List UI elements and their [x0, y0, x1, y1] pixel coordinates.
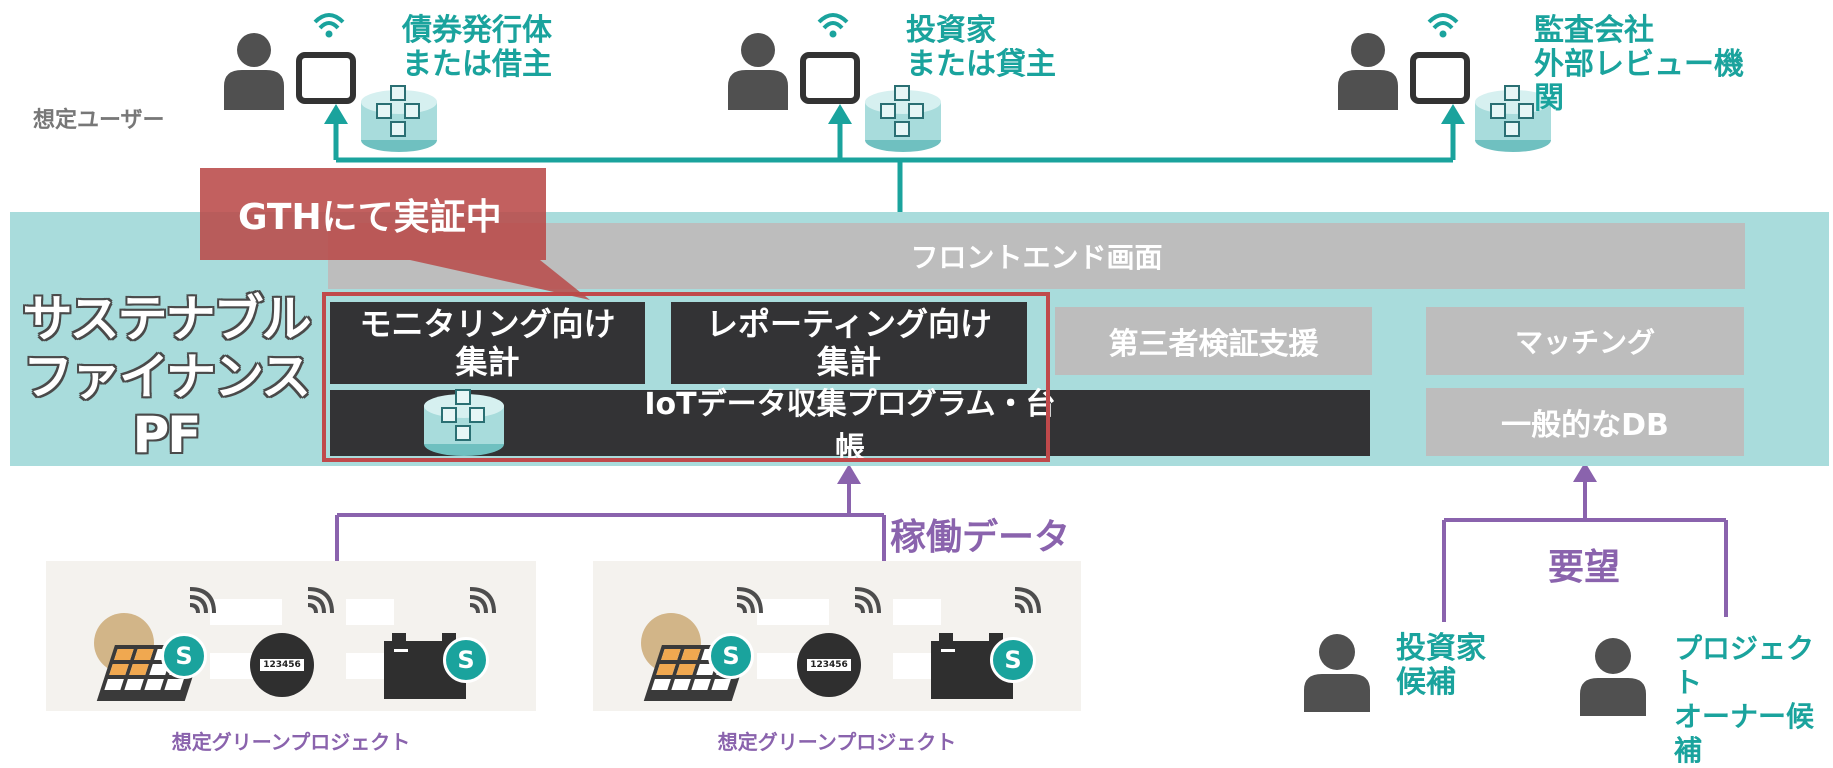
operation-data-arrowhead — [837, 464, 861, 484]
green-project-panel: S 123456 S — [593, 561, 1081, 711]
user-name-line2: 外部レビュー機関 — [1534, 47, 1744, 116]
monitoring-line1: モニタリング向け — [359, 305, 616, 343]
gth-callout-pointer — [410, 260, 590, 300]
candidate-project-owner: プロジェクト オーナー候補 — [1578, 632, 1833, 767]
monitoring-aggregation-box: モニタリング向け 集計 — [330, 302, 645, 384]
user-name-line1: プロジェクト — [1674, 632, 1815, 699]
user-distribution-lines — [333, 122, 1456, 212]
sensor-badge: S — [708, 633, 754, 679]
candidate-investor: 投資家 候補 — [1302, 632, 1502, 742]
signal-icon — [307, 587, 334, 614]
gth-highlight-frame — [322, 292, 1050, 462]
connector-lines — [324, 104, 1728, 622]
reporting-line2: 集計 — [816, 343, 881, 381]
tablet-icon — [800, 52, 860, 104]
blockchain-db-icon — [424, 389, 504, 456]
request-lines — [1442, 478, 1728, 622]
user-name-line1: 投資家 — [906, 13, 996, 48]
signal-icon — [469, 587, 496, 614]
users-label: 想定ユーザー — [33, 108, 165, 133]
blockchain-db-icon — [361, 85, 437, 152]
iot-label: IoTデータ収集プログラム・台帳 — [644, 387, 1056, 466]
user-name-line1: 投資家 — [1396, 631, 1486, 666]
blockchain-db-icon — [865, 85, 941, 152]
top-user-investor: 投資家 または貸主 — [726, 10, 1066, 152]
platform-title-line1: サステナブル — [22, 290, 312, 348]
meter-reading: 123456 — [260, 659, 304, 671]
sensor-badge: S — [990, 637, 1036, 683]
user-name-line1: 債券発行体 — [402, 13, 552, 48]
wifi-icon — [817, 13, 849, 38]
user-name-line2: または貸主 — [906, 47, 1056, 82]
signal-icon — [1014, 587, 1041, 614]
sensor-badge: S — [161, 633, 207, 679]
frontend-screen-box: フロントエンド画面 — [328, 223, 1745, 289]
request-label: 要望 — [1548, 547, 1621, 588]
user-name-line2: または借主 — [402, 47, 552, 82]
top-user-auditor: 監査会社 外部レビュー機関 — [1336, 10, 1756, 152]
matching-box: マッチング — [1426, 307, 1744, 375]
user-name-line2: オーナー候補 — [1674, 700, 1815, 767]
user-name-line2: 候補 — [1396, 665, 1456, 700]
signal-icon — [854, 587, 881, 614]
user-name-line1: 監査会社 — [1534, 13, 1654, 48]
green-project-panel: S 123456 S — [46, 561, 536, 711]
signal-icon — [189, 587, 216, 614]
blockchain-db-icon — [1475, 85, 1551, 152]
meter-icon: 123456 — [250, 633, 314, 697]
gth-callout: GTHにて実証中 — [200, 168, 546, 260]
wifi-icon — [313, 13, 345, 38]
person-icon — [224, 33, 284, 110]
meter-reading: 123456 — [807, 659, 851, 671]
user-arrowheads — [324, 104, 1465, 124]
top-user-issuer: 債券発行体 または借主 — [222, 10, 562, 152]
signal-icon — [736, 587, 763, 614]
tablet-icon — [296, 52, 356, 104]
reporting-line1: レポーティング向け — [705, 305, 993, 343]
person-icon — [1580, 638, 1646, 716]
green-project-label: 想定グリーンプロジェクト — [717, 730, 957, 754]
sensor-badge: S — [443, 637, 489, 683]
general-db-box: 一般的なDB — [1426, 388, 1744, 456]
person-icon — [728, 33, 788, 110]
operation-data-lines — [335, 480, 886, 573]
wifi-icon — [1427, 13, 1459, 38]
monitoring-line2: 集計 — [455, 343, 520, 381]
platform-title-line2: ファイナンスPF — [23, 348, 311, 464]
request-arrowhead — [1573, 462, 1597, 482]
green-project-label: 想定グリーンプロジェクト — [171, 730, 411, 754]
person-icon — [1304, 634, 1370, 712]
operation-data-label: 稼働データ — [890, 517, 1071, 558]
reporting-aggregation-box: レポーティング向け 集計 — [671, 302, 1027, 384]
person-icon — [1338, 33, 1398, 110]
meter-icon: 123456 — [797, 633, 861, 697]
tablet-icon — [1410, 52, 1470, 104]
platform-title: サステナブル ファイナンスPF — [16, 290, 316, 464]
third-party-verification-box: 第三者検証支援 — [1055, 307, 1372, 375]
